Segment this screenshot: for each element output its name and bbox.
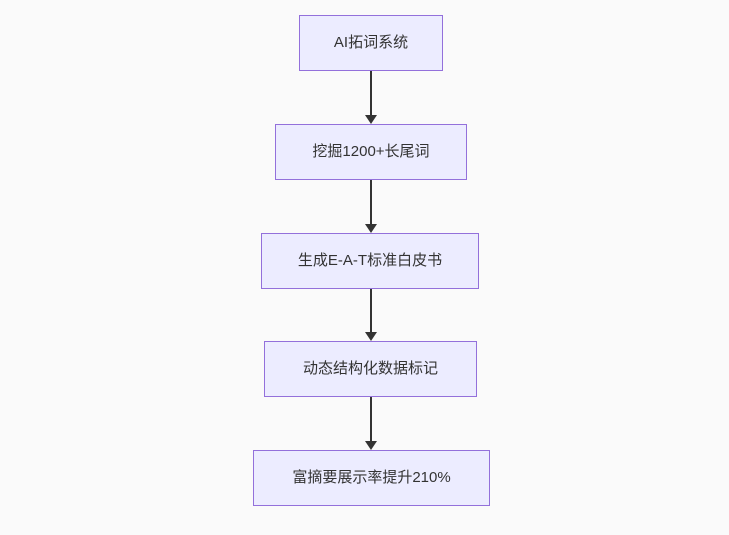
edge-arrow-1 [365, 71, 377, 124]
node-label: 生成E-A-T标准白皮书 [297, 252, 443, 269]
flowchart-node-ai-keyword-system: AI拓词系统 [299, 15, 443, 71]
arrow-line [370, 289, 372, 332]
arrowhead-down-icon [365, 441, 377, 450]
edge-arrow-3 [365, 289, 377, 341]
flowchart-node-longtail-mining: 挖掘1200+长尾词 [275, 124, 467, 180]
arrowhead-down-icon [365, 115, 377, 124]
node-label: 富摘要展示率提升210% [292, 469, 451, 486]
node-label: 挖掘1200+长尾词 [312, 143, 430, 160]
arrowhead-down-icon [365, 332, 377, 341]
arrow-line [370, 71, 372, 115]
flowchart-node-eat-whitepaper: 生成E-A-T标准白皮书 [261, 233, 479, 289]
arrowhead-down-icon [365, 224, 377, 233]
edge-arrow-2 [365, 180, 377, 233]
arrow-line [370, 397, 372, 441]
flowchart-node-rich-snippet-result: 富摘要展示率提升210% [253, 450, 490, 506]
edge-arrow-4 [365, 397, 377, 450]
node-label: AI拓词系统 [333, 34, 409, 51]
node-label: 动态结构化数据标记 [302, 360, 438, 377]
flowchart-node-structured-data-markup: 动态结构化数据标记 [264, 341, 477, 397]
arrow-line [370, 180, 372, 224]
